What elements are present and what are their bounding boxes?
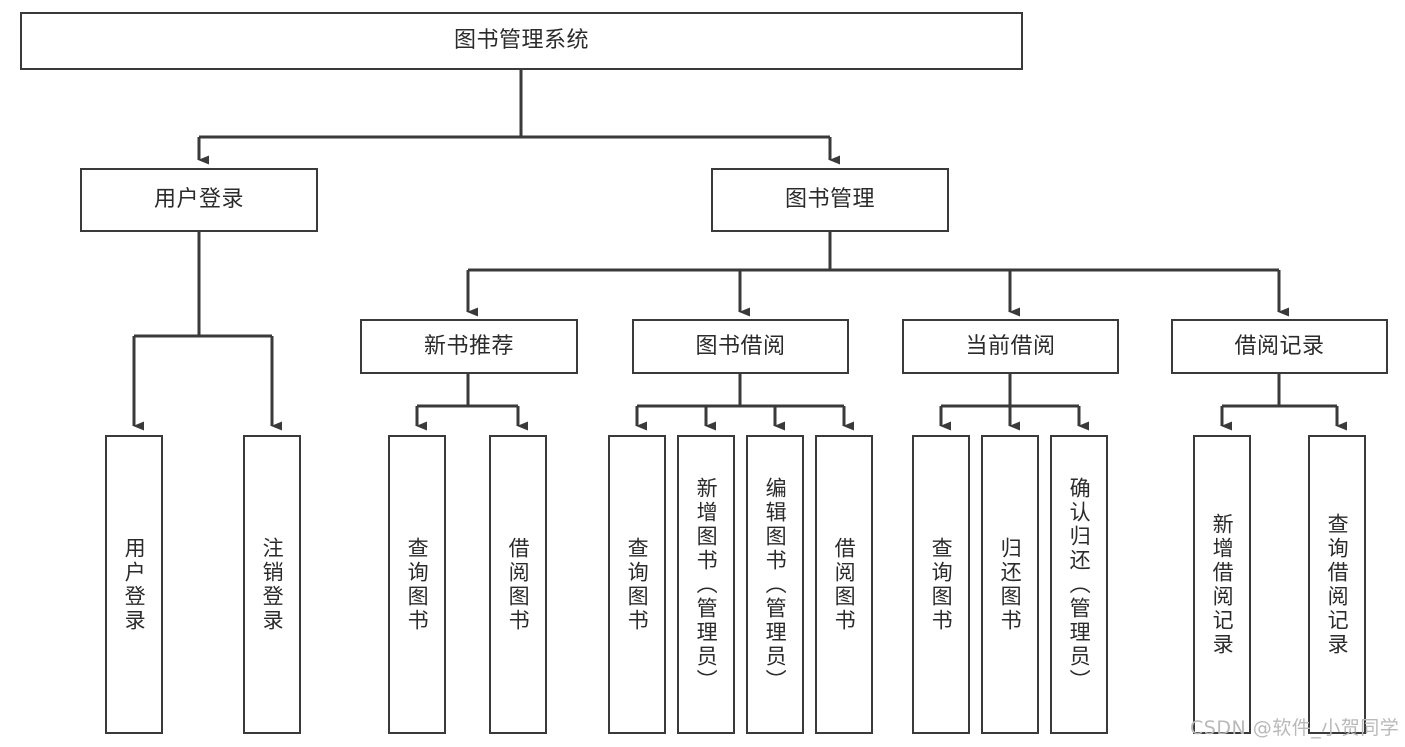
node-label: 当前借阅: [965, 333, 1056, 359]
node-borrow-record[interactable]: 借阅记录: [1171, 319, 1388, 374]
node-label: 归还图书: [998, 536, 1023, 633]
node-label: 查询图书: [929, 536, 954, 633]
leaf-confirm-return-admin[interactable]: 确认归还（管理员）: [1050, 435, 1108, 734]
leaf-add-book-admin[interactable]: 新增图书（管理员）: [677, 435, 735, 734]
node-label: 新增借阅记录: [1210, 512, 1235, 657]
node-label: 编辑图书（管理员）: [763, 476, 788, 693]
leaf-query-book-recommend[interactable]: 查询图书: [388, 435, 446, 734]
leaf-query-book-current[interactable]: 查询图书: [912, 435, 970, 734]
node-label: 图书管理: [784, 187, 875, 213]
node-label: 借阅图书: [832, 536, 857, 633]
node-label: 注销登录: [260, 536, 285, 633]
node-book-management[interactable]: 图书管理: [711, 168, 949, 232]
node-label: 借阅图书: [506, 536, 531, 633]
leaf-add-borrow-record[interactable]: 新增借阅记录: [1193, 435, 1251, 734]
node-current-borrow[interactable]: 当前借阅: [902, 319, 1119, 374]
leaf-edit-book-admin[interactable]: 编辑图书（管理员）: [746, 435, 804, 734]
node-new-book-recommend[interactable]: 新书推荐: [360, 319, 578, 374]
node-label: 查询图书: [405, 536, 430, 633]
leaf-return-book[interactable]: 归还图书: [981, 435, 1039, 734]
node-label: 新增图书（管理员）: [694, 476, 719, 693]
node-label: 图书管理系统: [453, 28, 589, 54]
node-label: 查询借阅记录: [1325, 512, 1350, 657]
leaf-borrow-book[interactable]: 借阅图书: [815, 435, 873, 734]
leaf-borrow-book-recommend[interactable]: 借阅图书: [489, 435, 547, 734]
node-label: 图书借阅: [695, 333, 786, 359]
node-label: 确认归还（管理员）: [1067, 476, 1092, 693]
leaf-query-book-borrow[interactable]: 查询图书: [608, 435, 666, 734]
leaf-query-borrow-record[interactable]: 查询借阅记录: [1308, 435, 1366, 734]
node-label: 新书推荐: [423, 333, 514, 359]
node-label: 查询图书: [625, 536, 650, 633]
leaf-user-login[interactable]: 用户登录: [105, 435, 163, 734]
leaf-logout[interactable]: 注销登录: [243, 435, 301, 734]
node-label: 用户登录: [122, 536, 147, 633]
node-label: 借阅记录: [1234, 333, 1325, 359]
csdn-watermark: CSDN @软件_小贺同学: [1190, 717, 1400, 739]
node-book-borrow[interactable]: 图书借阅: [632, 319, 849, 374]
node-user-login[interactable]: 用户登录: [80, 168, 318, 232]
node-root-book-management-system[interactable]: 图书管理系统: [20, 12, 1023, 70]
node-label: 用户登录: [153, 187, 244, 213]
